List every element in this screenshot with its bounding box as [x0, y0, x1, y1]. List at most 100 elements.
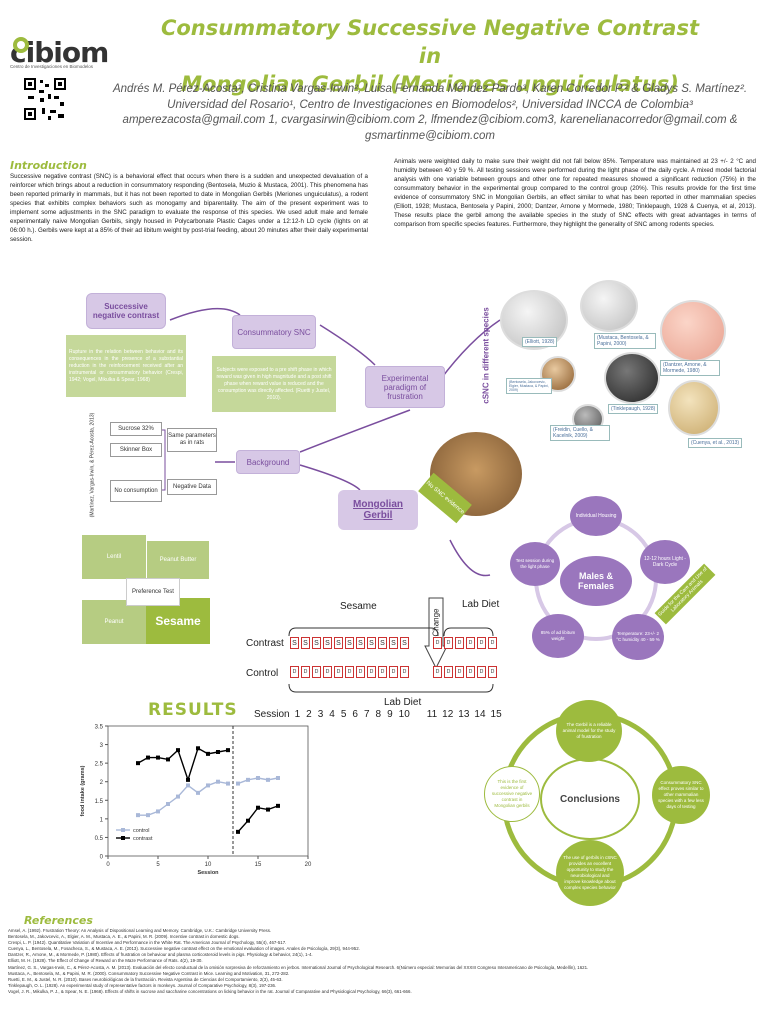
reference-item: Martínez, G. S., Vargas-Irwin, C., & Pér… [8, 964, 589, 970]
session-number: 13 [458, 709, 470, 720]
contrast-line [237, 805, 279, 833]
session-number: 9 [387, 709, 393, 720]
housing-center: Males & Females [560, 556, 632, 606]
post-session-cell: D [455, 637, 464, 649]
contrast-point [216, 750, 220, 754]
post-session-cell: D [433, 637, 442, 649]
y-tick-label: 1 [100, 817, 104, 823]
conclusion-item-model: The Gerbil is a reliable animal model fo… [556, 700, 622, 762]
negative-data-box: Negative Data [167, 479, 217, 495]
post-session-cell: D [466, 666, 475, 678]
legend-label-contrast: contrast [133, 836, 153, 842]
contrast-point [266, 807, 270, 812]
post-session-cell: D [455, 666, 464, 678]
session-number: 3 [317, 709, 324, 720]
post-session-cell: D [477, 666, 486, 678]
no-consumption-box: No consumption [110, 480, 162, 502]
housing-item-weight: 85% of ad libitum weight [532, 614, 584, 658]
reference-item: Elliott, M. H. (1928). The Effect of Cha… [8, 958, 203, 964]
control-point [156, 809, 160, 814]
x-tick-label: 20 [305, 862, 312, 868]
pre-session-cell: S [334, 637, 343, 649]
introduction-text: Successive negative contrast (SNC) is a … [10, 173, 368, 243]
pre-session-cell: S [345, 637, 354, 649]
reference-item: Ruetti, E. M., & Justel, N. R. (2010). B… [8, 976, 283, 982]
contrast-point [166, 757, 170, 762]
contrast-point [156, 755, 160, 760]
post-session-cell: D [488, 666, 497, 678]
session-number: 1 [294, 709, 301, 720]
background-box: Background [236, 450, 300, 474]
session-number: 14 [474, 709, 486, 720]
post-session-cell: D [444, 666, 453, 678]
contrast-point [276, 803, 280, 808]
session-number: 12 [442, 709, 454, 720]
results-heading: RESULTS [148, 700, 238, 720]
control-point [226, 781, 230, 786]
reference-item: Mustaca, A., Bentosela, M., & Papini, M.… [8, 970, 290, 976]
x-axis-label: Session [197, 870, 219, 876]
sucrose-box: Sucrose 32% [110, 422, 162, 436]
authors-emails-2: gsmartinme@cibiom.com [365, 129, 495, 142]
contrast-line [137, 747, 229, 783]
session-number: 2 [306, 709, 312, 720]
post-session-cell: D [433, 666, 442, 678]
housing-item-individual: Individual Housing [570, 496, 622, 536]
design-contrast-label: Contrast [246, 638, 284, 649]
conclusion-item-similar: Consummatory SNC effect proves similar t… [652, 766, 710, 824]
reference-item: Tinklepaugh, O. L. (1928). An experiment… [8, 982, 277, 988]
session-label: Session [254, 709, 290, 720]
pre-session-cell: D [301, 666, 310, 678]
design-control-label: Control [246, 668, 279, 679]
introduction-heading: Introduction [10, 159, 87, 172]
reference-item: Crespi, L. P. (1942). Quantitative Varia… [8, 940, 287, 946]
pre-session-cell: S [290, 637, 299, 649]
poster-title: Consummatory Successive Negative Contras… [150, 14, 710, 98]
legend-marker-control [121, 828, 125, 832]
pre-session-cell: S [389, 637, 398, 649]
title-line-1: Consummatory Successive Negative Contras… [160, 16, 700, 68]
contrast-point [226, 748, 230, 753]
snc-title-box: Successive negative contrast [86, 293, 166, 329]
reference-item: Bentosela, M., Jakovcevic, A., Elgier, A… [8, 934, 240, 940]
pre-session-cell: D [367, 666, 376, 678]
pig-photo [660, 300, 726, 362]
contrast-point [136, 761, 140, 766]
reference-item: Amsel, A. (1992). Frustration Theory: An… [8, 928, 272, 933]
session-number: 4 [329, 709, 335, 720]
control-point [176, 794, 180, 799]
control-point [266, 777, 270, 782]
control-point [196, 790, 200, 795]
control-point [256, 776, 260, 780]
post-session-cell: D [466, 637, 475, 649]
peanut-tile: Peanut [82, 600, 146, 644]
control-point [216, 779, 220, 784]
photo-label-tinklepaugh: (Tinklepaugh, 1928) [608, 404, 659, 414]
pre-session-cell: D [389, 666, 398, 678]
citation-vertical: (Martínez, Vargas-Irwin, & Pérez-Acosta,… [89, 412, 96, 518]
control-line [138, 780, 229, 816]
pre-session-cell: D [312, 666, 321, 678]
pre-session-cell: S [301, 637, 310, 649]
skinner-box: Skinner Box [110, 443, 162, 457]
session-number: 15 [490, 709, 502, 720]
references-heading: References [24, 914, 93, 927]
session-number: 10 [398, 709, 410, 720]
housing-item-cycle: 12-12 hours Light - Dark Cycle [640, 540, 690, 584]
authors-emails: amperezacosta@gmail.com 1, cvargasirwin@… [122, 114, 738, 126]
contrast-point [236, 829, 240, 834]
citation-vertical-wrap: (Martínez, Vargas-Irwin, & Pérez-Acosta,… [86, 413, 98, 518]
legend-marker-contrast [121, 836, 125, 840]
conclusions-center: Conclusions [540, 758, 640, 840]
pre-session-cell: D [400, 666, 409, 678]
control-point [236, 781, 240, 786]
photo-label-dantzer: (Dantzer, Arnone, & Mormede, 1980) [660, 360, 720, 376]
contrast-point [206, 751, 210, 756]
post-session-cell: D [477, 637, 486, 649]
pre-session-cell: S [378, 637, 387, 649]
